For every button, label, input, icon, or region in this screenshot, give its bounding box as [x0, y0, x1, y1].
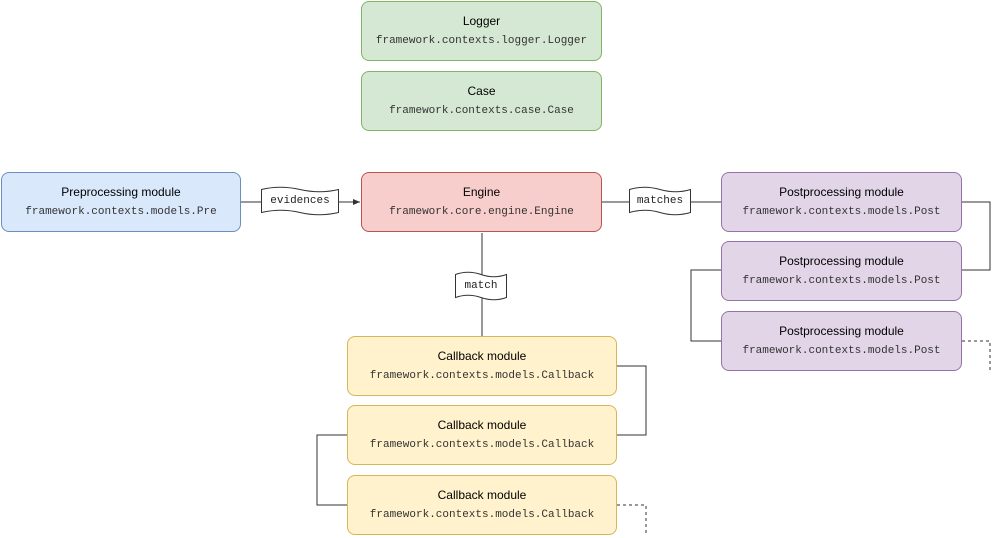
- node-title: Callback module: [437, 488, 527, 502]
- tag-shape: [261, 186, 339, 216]
- callback-node-1[interactable]: Callback module framework.contexts.model…: [347, 336, 617, 396]
- node-class-path: framework.core.engine.Engine: [389, 206, 574, 218]
- tag-shape: [455, 271, 507, 301]
- node-class-path: framework.contexts.models.Post: [742, 206, 941, 218]
- tag-shape: [629, 186, 691, 216]
- edge-callback-3-continuation: [617, 504, 647, 536]
- node-class-path: framework.contexts.models.Post: [742, 275, 941, 287]
- edge-callback-2-to-3: [316, 434, 347, 506]
- node-title: Postprocessing module: [779, 185, 904, 199]
- node-title: Callback module: [437, 418, 527, 432]
- node-class-path: framework.contexts.models.Post: [742, 345, 941, 357]
- node-class-path: framework.contexts.models.Pre: [25, 206, 217, 218]
- node-class-path: framework.contexts.models.Callback: [369, 509, 595, 521]
- node-title: Postprocessing module: [779, 254, 904, 268]
- edge-label-matches: matches: [629, 186, 691, 216]
- node-title: Callback module: [437, 349, 527, 363]
- postprocessing-node-1[interactable]: Postprocessing module framework.contexts…: [721, 172, 962, 232]
- postprocessing-node-2[interactable]: Postprocessing module framework.contexts…: [721, 241, 962, 301]
- edge-post-1-to-2: [962, 201, 991, 271]
- edge-label-text: match: [464, 280, 498, 292]
- node-class-path: framework.contexts.models.Callback: [369, 370, 595, 382]
- node-title: Engine: [462, 185, 501, 199]
- preprocessing-node[interactable]: Preprocessing module framework.contexts.…: [1, 172, 241, 232]
- edge-post-3-continuation: [962, 340, 991, 372]
- callback-node-3[interactable]: Callback module framework.contexts.model…: [347, 475, 617, 535]
- case-node[interactable]: Case framework.contexts.case.Case: [361, 71, 602, 131]
- node-class-path: framework.contexts.models.Callback: [369, 439, 595, 451]
- engine-node[interactable]: Engine framework.core.engine.Engine: [361, 172, 602, 232]
- postprocessing-node-3[interactable]: Postprocessing module framework.contexts…: [721, 311, 962, 371]
- node-title: Preprocessing module: [61, 185, 181, 199]
- node-class-path: framework.contexts.logger.Logger: [375, 35, 588, 47]
- edge-label-text: evidences: [270, 195, 330, 207]
- edge-callback-1-to-2: [617, 365, 647, 436]
- logger-node[interactable]: Logger framework.contexts.logger.Logger: [361, 1, 602, 61]
- node-title: Postprocessing module: [779, 324, 904, 338]
- callback-node-2[interactable]: Callback module framework.contexts.model…: [347, 405, 617, 465]
- edge-label-evidences: evidences: [261, 186, 339, 216]
- node-class-path: framework.contexts.case.Case: [389, 105, 574, 117]
- node-title: Logger: [462, 14, 501, 28]
- edge-label-text: matches: [636, 195, 684, 207]
- edge-label-match: match: [455, 271, 507, 301]
- node-title: Case: [467, 84, 496, 98]
- edge-post-2-to-3: [690, 269, 721, 342]
